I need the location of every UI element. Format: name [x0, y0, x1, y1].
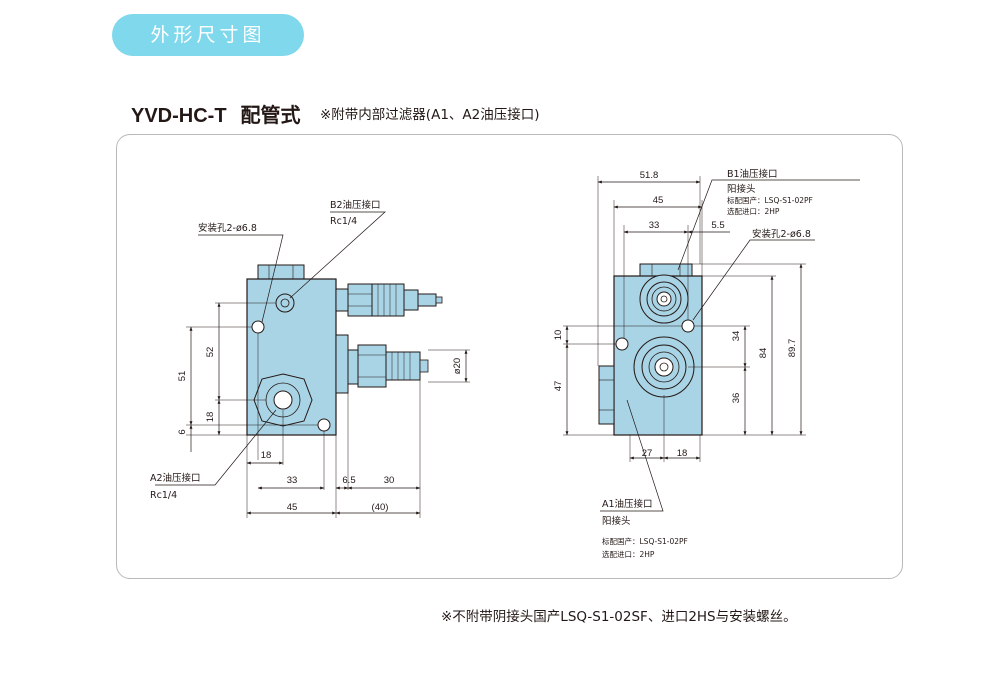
- dim-right-18: 18: [677, 448, 688, 459]
- dim-right-5-5: 5.5: [711, 220, 724, 231]
- a2-thread-label: Rc1/4: [150, 490, 177, 501]
- a1-connector-label: 阳接头: [602, 515, 631, 527]
- title-note: ※附带内部过滤器(A1、A2油压接口): [320, 107, 540, 123]
- b2-thread-label: Rc1/4: [330, 216, 357, 227]
- footnote: ※不附带阴接头国产LSQ-S1-02SF、进口2HS与安装螺丝。: [441, 609, 797, 625]
- dim-left-33: 33: [287, 475, 298, 486]
- a2-port-label: A2油压接口: [150, 472, 201, 484]
- a1-standard-label: 标配国产：LSQ-S1-02PF: [602, 536, 688, 546]
- dim-right-10: 10: [553, 330, 564, 341]
- left-mount-hole-label: 安装孔2-ø6.8: [198, 222, 257, 234]
- dim-left-51: 51: [177, 371, 188, 382]
- dim-left-30: 30: [384, 475, 395, 486]
- dim-left-18v: 18: [205, 412, 216, 423]
- drawing-panel: [116, 134, 903, 579]
- page-title: YVD-HC-T 配管式: [131, 99, 301, 128]
- dim-right-84: 84: [758, 348, 769, 359]
- dim-right-51-8: 51.8: [640, 170, 659, 181]
- a1-port-label: A1油压接口: [602, 498, 653, 510]
- right-view: [563, 176, 860, 512]
- dim-left-40: (40): [372, 502, 389, 513]
- left-view: [155, 211, 470, 518]
- model-style: 配管式: [240, 103, 301, 127]
- dim-left-6-5: 6.5: [342, 475, 355, 486]
- b1-standard-label: 标配国产：LSQ-S1-02PF: [727, 195, 813, 205]
- dim-right-36: 36: [731, 393, 742, 404]
- section-tab: 外形尺寸图: [112, 14, 304, 56]
- dim-left-phi20: ø20: [452, 358, 463, 374]
- dim-left-52: 52: [205, 347, 216, 358]
- b1-port-label: B1油压接口: [727, 168, 778, 180]
- dim-right-89-7: 89.7: [787, 339, 798, 358]
- b2-port-label: B2油压接口: [330, 199, 381, 211]
- dim-right-47: 47: [553, 381, 564, 392]
- a1-optional-label: 选配进口：2HP: [602, 549, 655, 559]
- b1-connector-label: 阳接头: [727, 183, 756, 195]
- b1-optional-label: 选配进口：2HP: [727, 206, 780, 216]
- dim-right-27: 27: [642, 448, 653, 459]
- model-name: YVD-HC-T: [131, 105, 227, 127]
- right-mount-hole-label: 安装孔2-ø6.8: [752, 228, 811, 240]
- dim-right-45: 45: [653, 195, 664, 206]
- dim-right-33: 33: [649, 220, 660, 231]
- dim-left-6: 6: [177, 429, 188, 434]
- dim-left-45: 45: [287, 502, 298, 513]
- dim-left-18h: 18: [261, 450, 272, 461]
- dim-right-34: 34: [731, 331, 742, 342]
- section-tab-label: 外形尺寸图: [150, 24, 266, 46]
